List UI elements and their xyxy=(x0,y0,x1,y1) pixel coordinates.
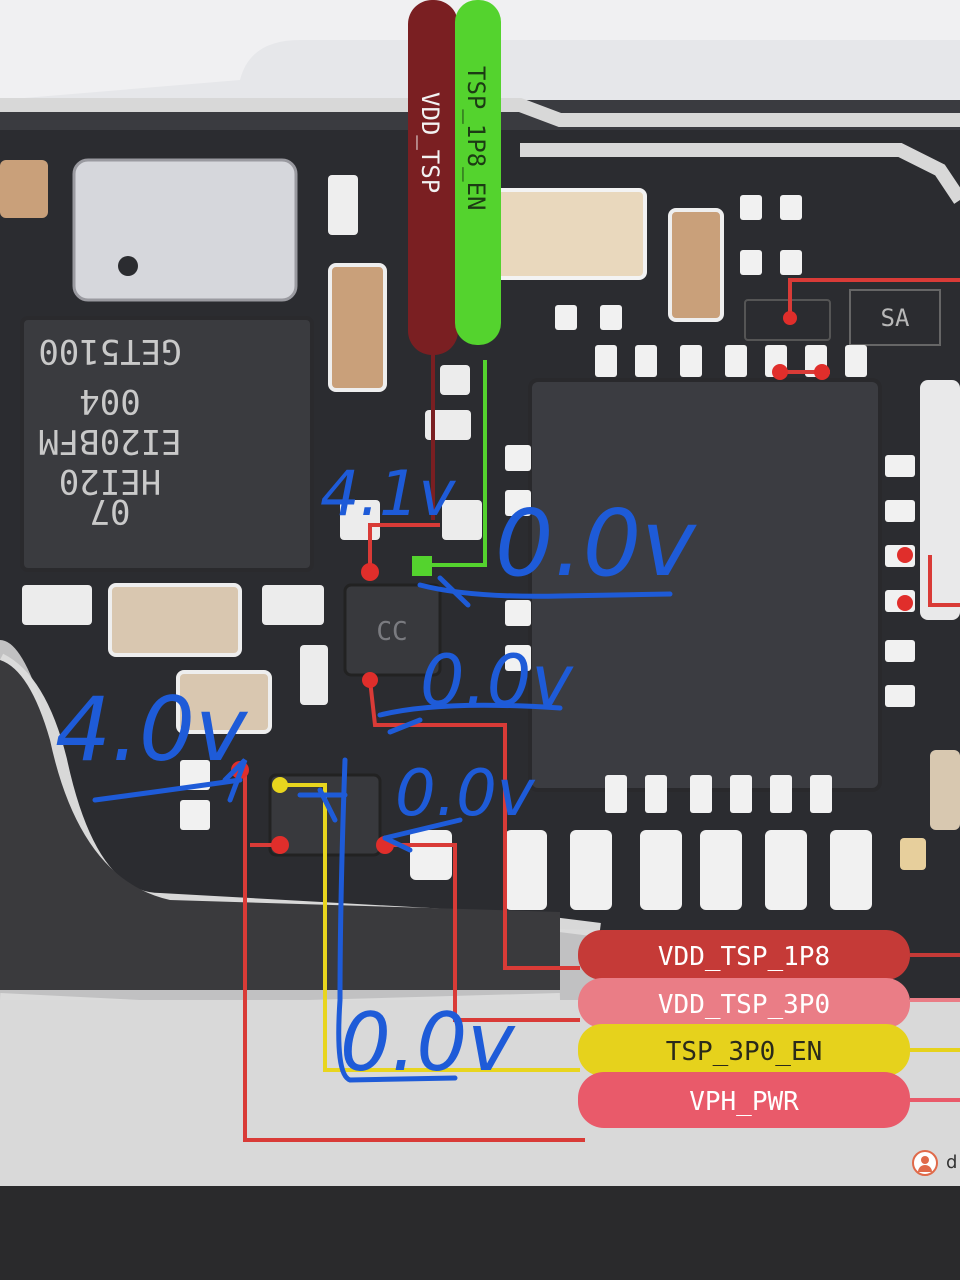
net-pill-vph-pwr[interactable]: VPH_PWR xyxy=(578,1072,910,1128)
net-vdd-tsp[interactable]: VDD_TSP xyxy=(408,0,458,520)
ic-pads xyxy=(180,195,915,910)
annotation-4-1v: 4.1v xyxy=(320,457,457,530)
yellow-trace-dot xyxy=(272,777,288,793)
red-trace-dots xyxy=(231,311,913,854)
green-trace xyxy=(415,360,487,567)
side-label: SA xyxy=(881,304,910,332)
shield-hole xyxy=(118,256,138,276)
annotation-0-0v-d: 0.0v xyxy=(340,996,516,1089)
chip-mark-line-1: GET5100 xyxy=(38,331,181,371)
chip-mark-line-4: HEI20 xyxy=(59,461,161,501)
pill-tails xyxy=(910,953,960,1102)
annotation-4-0v: 4.0v xyxy=(55,678,249,781)
chip-mark-line-5: 07 xyxy=(90,491,131,531)
small-ic xyxy=(343,583,442,677)
top-glare xyxy=(0,0,960,100)
user-avatar-icon[interactable] xyxy=(912,1150,938,1176)
user-badge[interactable]: d xyxy=(906,1146,960,1182)
net-tsp-1p8-en[interactable]: TSP_1P8_EN xyxy=(455,0,501,345)
user-initial: d xyxy=(946,1152,958,1173)
board-dark-region xyxy=(0,660,560,990)
left-chip-marking: GET5100 004 EI20BFM HEI20 07 xyxy=(38,331,181,531)
yellow-trace xyxy=(280,783,580,1072)
net-tsp-1p8-en-label: TSP_1P8_EN xyxy=(462,66,490,211)
net-pill-label: VPH_PWR xyxy=(689,1087,799,1117)
shield-can xyxy=(72,158,298,302)
monitor-bezel xyxy=(0,1186,960,1280)
small-ic-label: CC xyxy=(376,617,407,647)
net-pill-tsp-3p0-en[interactable]: TSP_3P0_EN xyxy=(578,1024,910,1076)
net-pill-vdd-tsp-1p8[interactable]: VDD_TSP_1P8 xyxy=(578,930,910,980)
net-pill-label: VDD_TSP_3P0 xyxy=(658,990,830,1020)
net-vdd-tsp-label: VDD_TSP xyxy=(416,92,444,193)
left-chip xyxy=(20,316,314,572)
chip-mark-line-3: EI20BFM xyxy=(38,421,181,461)
net-pill-label: VDD_TSP_1P8 xyxy=(658,942,830,972)
ink-strokes xyxy=(92,575,673,1083)
annotation-0-0v-c: 0.0v xyxy=(395,757,536,831)
green-trace-pad xyxy=(412,556,432,576)
chip-mark-line-2: 004 xyxy=(79,381,140,421)
ink-labels: 4.1v 0.0v 0.0v 4.0v 0.0v 0.0v xyxy=(55,457,697,1089)
net-pill-vdd-tsp-3p0[interactable]: VDD_TSP_3P0 xyxy=(578,978,910,1028)
red-traces xyxy=(243,278,960,1142)
net-pill-label: TSP_3P0_EN xyxy=(666,1037,823,1067)
annotation-0-0v-a: 0.0v xyxy=(495,490,697,597)
annotation-0-0v-b: 0.0v xyxy=(420,640,574,722)
